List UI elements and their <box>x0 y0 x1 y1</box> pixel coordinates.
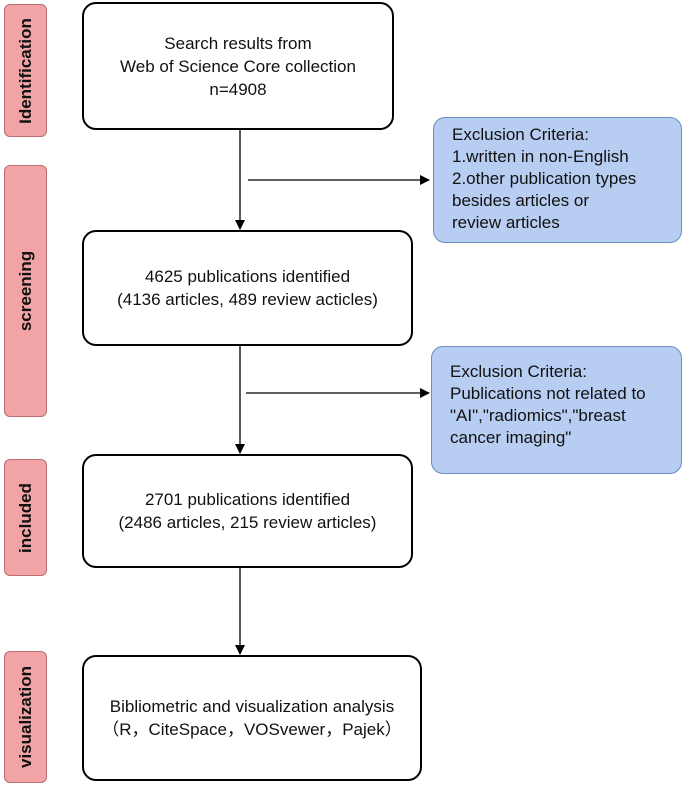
box-text-line: (2486 articles, 215 review articles) <box>118 513 377 532</box>
box-text-line: Web of Science Core collection <box>120 56 356 76</box>
box-text-line: 2701 publications identified <box>144 490 351 509</box>
box-text-line: Bibliometric and visualization analysis <box>109 697 395 716</box>
stage-visualization: visualization <box>4 651 47 783</box>
exclusion-text-line: review articles <box>452 213 560 232</box>
box-text-line: （R，CiteSpace，VOSvewer，Pajek） <box>102 720 402 739</box>
exclusion-text-line: 1.written in non-English <box>452 147 629 166</box>
analysis-box: Bibliometric and visualization analysis … <box>82 655 422 781</box>
included-publications-box: 2701 publications identified (2486 artic… <box>82 454 413 568</box>
exclusion-criteria-box-1: Exclusion Criteria: 1.written in non-Eng… <box>433 117 682 243</box>
stage-identification: Identification <box>4 4 47 137</box>
box-text-line: (4136 articles, 489 review acticles) <box>117 290 378 309</box>
stage-included: included <box>4 459 47 576</box>
stage-screening: screening <box>4 165 47 417</box>
box-text-line: Search results from <box>164 33 312 53</box>
stage-label: screening <box>15 250 35 332</box>
stage-label: visualization <box>15 665 35 769</box>
screened-publications-box: 4625 publications identified (4136 artic… <box>82 230 413 346</box>
exclusion-text-line: Publications not related to <box>450 384 646 403</box>
exclusion-text-line: Exclusion Criteria: <box>452 125 589 144</box>
exclusion-text-line: cancer imaging" <box>450 428 572 447</box>
exclusion-text-line: 2.other publication types <box>452 169 637 188</box>
search-results-box: Search results from Web of Science Core … <box>82 2 394 130</box>
exclusion-text-line: Exclusion Criteria: <box>450 362 587 381</box>
exclusion-text-line: besides articles or <box>452 191 590 210</box>
exclusion-criteria-box-2: Exclusion Criteria: Publications not rel… <box>431 346 682 474</box>
stage-label: Identification <box>15 17 35 124</box>
box-text-line: n=4908 <box>209 79 267 99</box>
box-text-line: 4625 publications identified <box>144 267 351 286</box>
stage-label: included <box>15 482 35 553</box>
exclusion-text-line: "AI","radiomics","breast <box>450 406 626 425</box>
